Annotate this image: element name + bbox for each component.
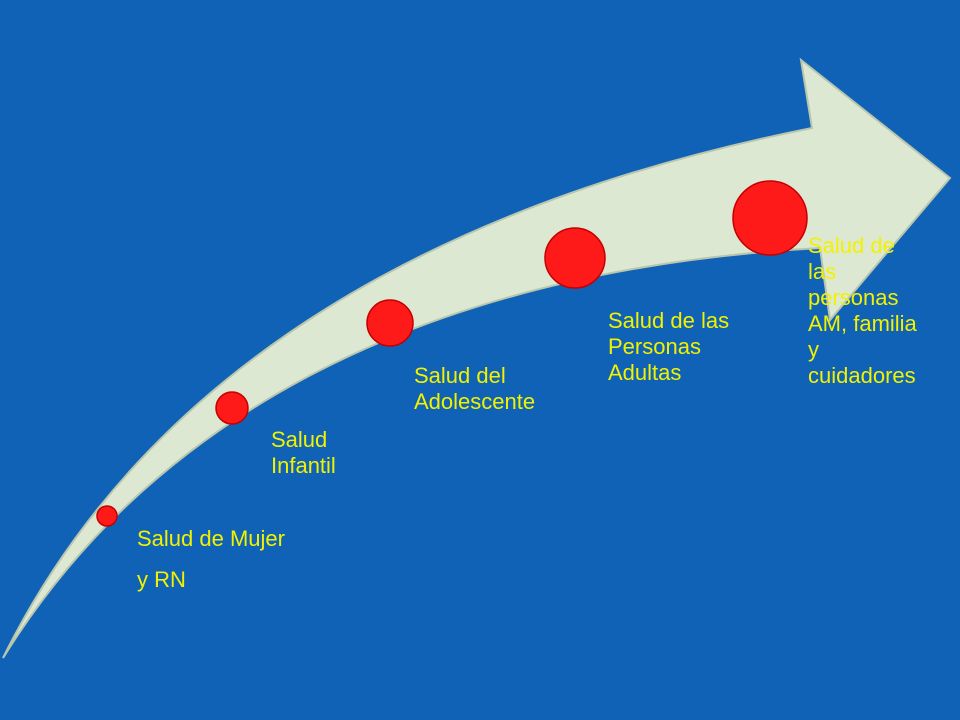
stage-label-2: Salud Infantil xyxy=(271,427,336,479)
stage-dot-1 xyxy=(96,505,118,527)
stage-label-5-line-1: Salud de xyxy=(808,233,895,258)
stage-label-3-line-1: Salud del xyxy=(414,363,506,388)
stage-label-5-line-3: personas xyxy=(808,285,899,310)
progression-arrow xyxy=(2,57,952,659)
stage-label-3-line-2: Adolescente xyxy=(414,388,536,414)
stage-label-3: Salud del Adolescente xyxy=(414,363,535,415)
stage-label-4-line-3: Adultas xyxy=(608,359,682,385)
stage-label-5-line-4: AM, familia xyxy=(808,311,917,336)
stage-dot-2 xyxy=(215,391,249,425)
stage-label-4-line-2: Personas xyxy=(608,333,701,359)
stage-label-2-line-1: Salud xyxy=(271,427,328,452)
stage-label-5-line-5: y xyxy=(808,337,819,362)
stage-label-5: Salud de las personas AM, familia y cuid… xyxy=(808,235,917,391)
stage-dot-5 xyxy=(732,180,808,256)
stage-label-1-line-1: Salud de Mujer xyxy=(137,526,285,551)
stage-label-1-line-2: y RN xyxy=(137,567,186,592)
stage-label-5-line-2: las xyxy=(808,259,837,284)
stage-label-5-line-6: cuidadores xyxy=(808,363,916,388)
stage-dot-4 xyxy=(544,227,606,289)
stage-dot-3 xyxy=(366,299,414,347)
stage-label-2-line-2: Infantil xyxy=(271,452,336,478)
stage-label-4-line-1: Salud de las xyxy=(608,308,730,333)
stage-label-4: Salud de las Personas Adultas xyxy=(608,308,729,386)
stage-label-1: Salud de Mujer y RN xyxy=(137,528,285,591)
